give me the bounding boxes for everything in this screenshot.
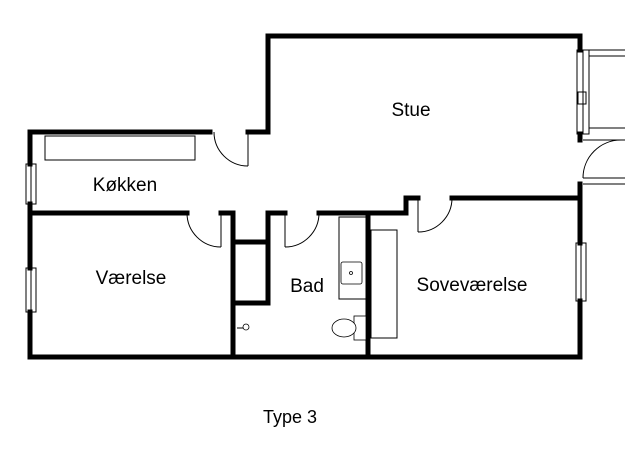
room-label-kokken: Køkken [93, 175, 157, 196]
walls [27, 33, 583, 360]
door-vaerelse [186, 212, 222, 248]
floor-drain [237, 323, 250, 331]
balcony-window [576, 49, 625, 135]
room-label-stue: Stue [391, 100, 430, 121]
kitchen-window [25, 163, 37, 205]
room-label-vaerelse: Værelse [96, 268, 167, 289]
balcony-door [582, 139, 625, 185]
door-sovevaerelse [417, 197, 453, 233]
room-label-bad: Bad [290, 276, 324, 297]
door-kitchen-stue [213, 131, 249, 167]
kitchen-counter [44, 135, 196, 161]
wardrobe [370, 229, 398, 339]
door-bad [284, 212, 320, 248]
plan-caption: Type 3 [263, 407, 317, 427]
bedroom-window [575, 242, 587, 302]
toilet [331, 315, 367, 341]
bathroom-vanity [338, 216, 367, 300]
room-label-sovevaerelse: Soveværelse [417, 275, 528, 296]
vaerelse-window [25, 267, 37, 313]
